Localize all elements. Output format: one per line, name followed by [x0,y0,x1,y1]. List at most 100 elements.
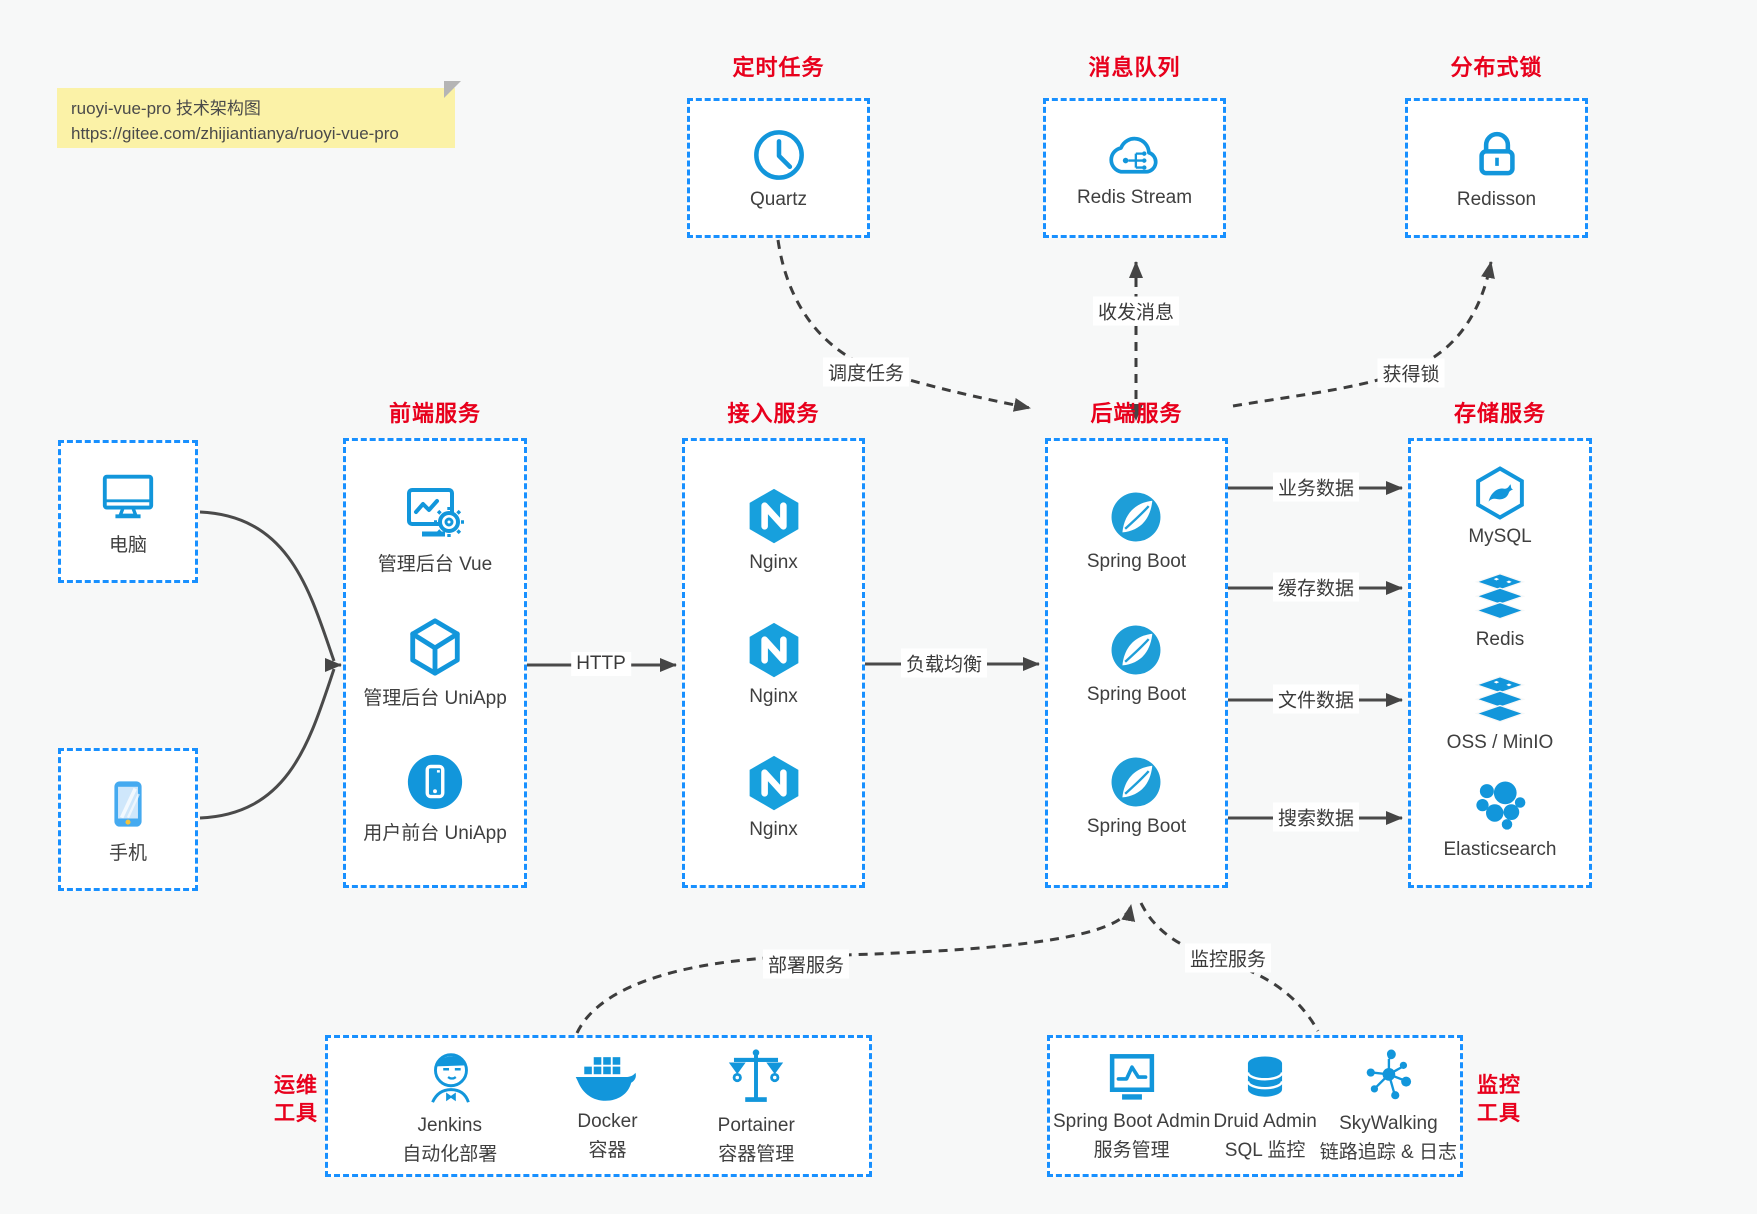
ops-title-line1: 运维 [274,1074,318,1097]
node-redis: Redis [1471,572,1529,651]
redis-stack-icon [1474,676,1526,723]
node-sublabel: 服务管理 [1093,1140,1170,1161]
edge-label-cache-data: 缓存数据 [1272,572,1360,602]
node-pc: 电脑 [97,467,159,557]
panel-frontend: 管理后台 Vue 管理后台 UniApp 用户前台 UniApp [343,438,527,888]
node-user-uniapp: 用户前台 UniApp [363,751,507,845]
node-label: Spring Boot [1086,683,1187,705]
node-sublabel: 容器 [588,1140,627,1161]
node-jenkins: Jenkins 自动化部署 [402,1046,497,1166]
nginx-icon [749,622,798,677]
clock-icon [753,129,804,180]
node-label: Nginx [749,818,798,840]
node-label: 电脑 [108,534,147,556]
sticky-note: ruoyi-vue-pro 技术架构图 https://gitee.com/zh… [57,81,461,148]
lock-icon [1478,131,1515,175]
node-spring-boot-1: Spring Boot [1087,488,1186,573]
panel-title-message-queue: 消息队列 [1088,55,1181,80]
node-label: 手机 [108,842,147,864]
node-spring-boot-2: Spring Boot [1087,621,1186,706]
redis-stack-icon [1474,573,1526,620]
node-label: Spring Boot [1086,551,1187,573]
elasticsearch-icon [1476,781,1526,830]
node-quartz: Quartz [750,126,808,211]
spring-boot-icon [1112,625,1161,674]
node-nginx-3: Nginx [744,752,804,841]
node-sublabel: 链路追踪 & 日志 [1319,1142,1458,1163]
edge-label-monitor-service: 监控服务 [1184,943,1272,973]
mysql-icon [1476,466,1524,520]
panel-title-frontend: 前端服务 [388,401,481,426]
node-label: 用户前台 UniApp [363,822,507,844]
edge-label-http: HTTP [571,652,631,676]
node-label: Nginx [749,685,798,707]
node-label: 管理后台 UniApp [363,688,507,709]
node-label: OSS / MinIO [1446,732,1554,753]
node-docker: Docker 容器 [571,1050,643,1162]
monitor-title-line2: 工具 [1477,1102,1521,1126]
panel-client-phone: 手机 [58,748,198,891]
node-admin-uniapp: 管理后台 UniApp [363,616,507,710]
node-spring-boot-admin: Spring Boot Admin 服务管理 [1053,1050,1210,1162]
edge-label-business-data: 业务数据 [1272,472,1360,502]
panel-title-ops-tools: 运维 工具 [256,1072,318,1129]
docker-icon [576,1057,637,1101]
spring-boot-icon [1112,492,1161,542]
node-label: MySQL [1468,526,1532,547]
node-redisson: Redisson [1457,126,1536,211]
edge-phone-to-frontend [199,668,336,820]
edge-label-load-balance: 负载均衡 [900,648,988,678]
note-url: https://gitee.com/zhijiantianya/ruoyi-vu… [71,123,399,143]
node-label: SkyWalking [1339,1113,1438,1134]
node-sublabel: 容器管理 [718,1144,795,1165]
panel-title-distributed-lock: 分布式锁 [1450,55,1543,80]
node-label: Redis [1475,629,1525,650]
edge-label-file-data: 文件数据 [1272,684,1360,714]
node-label: Jenkins [417,1115,482,1136]
node-nginx-2: Nginx [744,619,804,708]
sba-monitor-icon [1109,1054,1154,1100]
node-label: Spring Boot [1086,815,1187,837]
node-redis-stream: Redis Stream [1077,128,1192,209]
node-label: Quartz [749,188,808,210]
note-title: ruoyi-vue-pro 技术架构图 [71,99,261,118]
node-label: Spring Boot Admin [1052,1111,1211,1132]
panel-ops-tools: Jenkins 自动化部署 Docker 容器 [325,1035,872,1177]
note-fold-corner [444,81,461,98]
edge-deploy-service-arrow [575,904,1136,1034]
edge-label-send-receive: 收发消息 [1092,296,1180,326]
node-nginx-1: Nginx [744,485,804,574]
node-label: Portainer [717,1115,795,1136]
uniapp-cube-icon [410,618,460,676]
edge-label-search-data: 搜索数据 [1272,802,1360,832]
node-phone: 手机 [99,775,157,865]
ops-title-line2: 工具 [274,1102,318,1126]
node-admin-vue: 管理后台 Vue [378,482,492,576]
panel-title-gateway: 接入服务 [727,401,820,426]
phone-icon [114,780,142,827]
nginx-icon [749,755,798,810]
node-portainer: Portainer 容器管理 [718,1046,795,1166]
panel-timed-task: Quartz [687,98,870,238]
node-label: Elasticsearch [1443,839,1557,860]
node-label: Docker [577,1111,638,1132]
desktop-icon [102,474,154,518]
panel-title-storage: 存储服务 [1453,401,1546,426]
node-label: Redisson [1456,188,1537,210]
spring-boot-icon [1112,757,1161,807]
panel-client-pc: 电脑 [58,440,198,583]
nginx-icon [749,489,798,544]
portainer-icon [729,1049,784,1102]
edge-label-acquire-lock: 获得锁 [1377,358,1445,388]
admin-vue-icon [406,487,464,537]
jenkins-icon [430,1053,470,1103]
panel-storage: MySQL Redis OSS / MinIO [1408,438,1592,888]
panel-title-monitor-tools: 监控 工具 [1477,1072,1539,1129]
node-mysql: MySQL [1468,465,1532,548]
panel-title-backend: 后端服务 [1090,401,1183,426]
edge-pc-to-frontend [199,510,336,662]
node-label: Redis Stream [1076,186,1193,208]
node-sublabel: SQL 监控 [1224,1140,1306,1161]
node-label: Nginx [749,552,798,574]
